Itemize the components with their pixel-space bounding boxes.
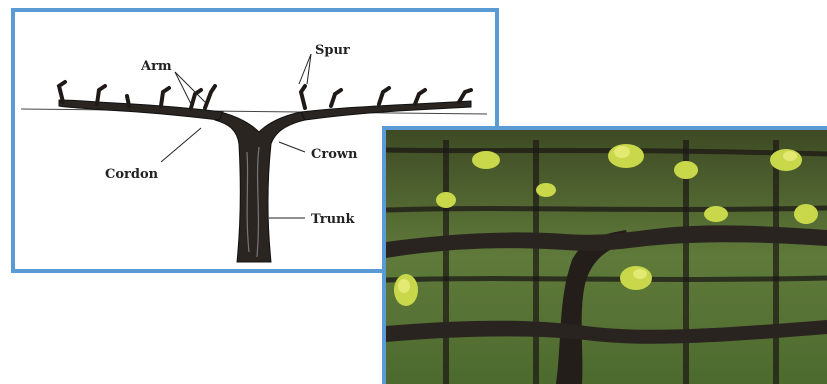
vineyard-photo [386, 130, 827, 384]
trunk [215, 112, 305, 262]
leader-lines [161, 54, 311, 218]
label-crown: Crown [311, 147, 358, 162]
label-arm: Arm [140, 59, 172, 74]
label-cordon: Cordon [105, 167, 159, 182]
label-trunk: Trunk [311, 212, 355, 227]
photo-background [386, 130, 827, 384]
label-spur: Spur [315, 43, 350, 58]
vineyard-photo-panel [382, 126, 827, 384]
cordon-right [301, 101, 471, 120]
